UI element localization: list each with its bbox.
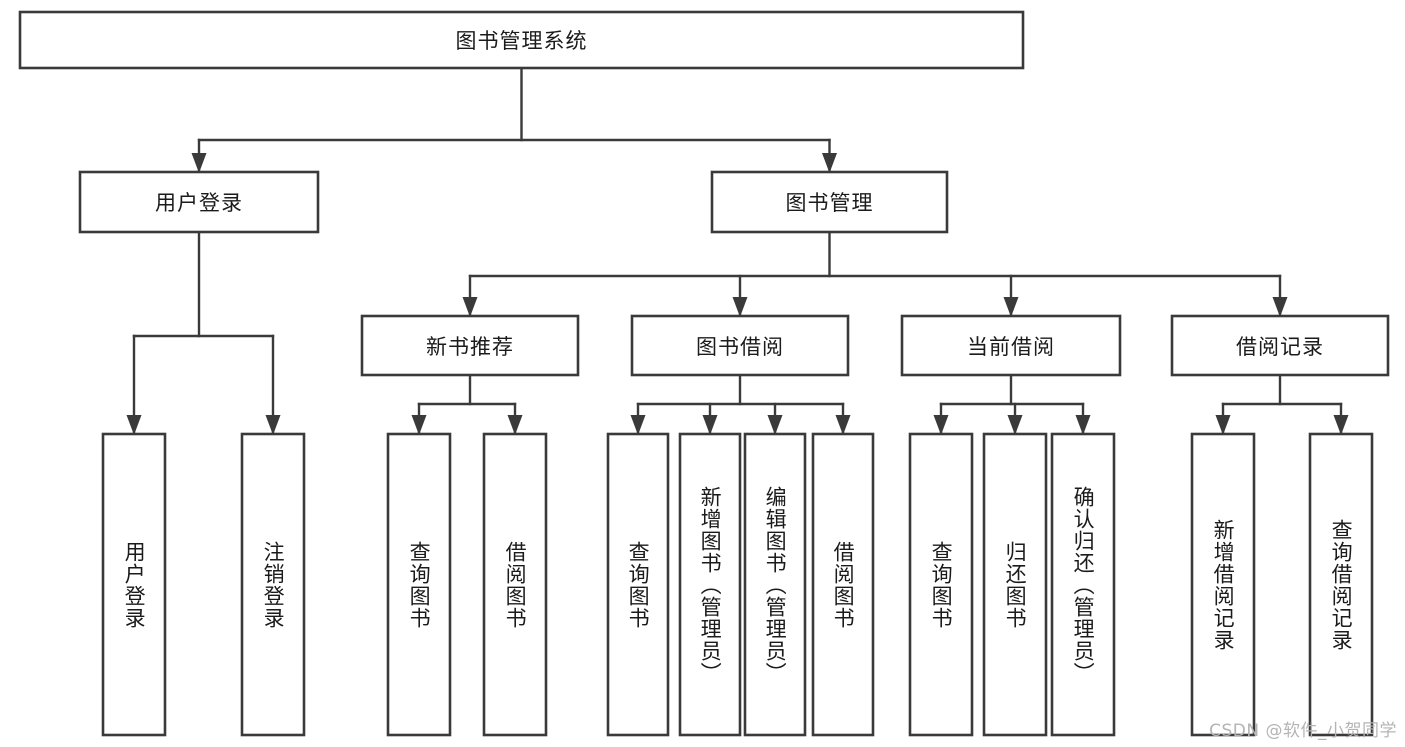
node-box-leaf_borrow_book_1[interactable] bbox=[482, 432, 548, 737]
arrow-head-l3_book_borrow-3 bbox=[835, 415, 851, 435]
node-box-leaf_query_record[interactable] bbox=[1308, 432, 1374, 737]
node-box-leaf_add_book[interactable] bbox=[678, 432, 742, 737]
node-box-leaf_return_book[interactable] bbox=[982, 432, 1048, 737]
node-box-leaf_user_login[interactable] bbox=[101, 432, 167, 737]
nodes-layer bbox=[18, 10, 1390, 737]
arrow-head-l3_current_borrow-2 bbox=[1075, 415, 1091, 435]
arrow-head-l3_borrow_record-0 bbox=[1215, 415, 1231, 435]
node-box-leaf_add_record[interactable] bbox=[1190, 432, 1256, 737]
node-box-leaf_query_book_3[interactable] bbox=[908, 432, 974, 737]
arrow-head-l3_borrow_record-1 bbox=[1333, 415, 1349, 435]
node-box-leaf_logout[interactable] bbox=[240, 432, 306, 737]
arrow-head-l3_book_borrow-0 bbox=[630, 415, 646, 435]
arrow-head-l2_book_manage-2 bbox=[1003, 297, 1019, 317]
arrow-head-l2_user_login-0 bbox=[126, 415, 142, 435]
node-box-l2_user_login[interactable] bbox=[78, 170, 320, 234]
arrow-head-l3_current_borrow-0 bbox=[933, 415, 949, 435]
arrow-head-l3_book_borrow-2 bbox=[767, 415, 783, 435]
arrow-head-root-1 bbox=[822, 153, 837, 173]
arrow-head-root-0 bbox=[191, 153, 207, 173]
node-box-leaf_borrow_book_2[interactable] bbox=[811, 432, 875, 737]
node-box-l2_book_manage[interactable] bbox=[710, 170, 949, 234]
arrow-head-l2_book_manage-3 bbox=[1272, 297, 1288, 317]
arrow-head-l3_current_borrow-1 bbox=[1007, 415, 1023, 435]
node-box-leaf_edit_book[interactable] bbox=[743, 432, 807, 737]
node-box-leaf_query_book_2[interactable] bbox=[606, 432, 670, 737]
node-box-root[interactable] bbox=[18, 10, 1025, 70]
edges-layer bbox=[126, 66, 1349, 435]
node-box-leaf_query_book_1[interactable] bbox=[386, 432, 452, 737]
node-box-l3_new_book_rec[interactable] bbox=[360, 314, 580, 377]
arrow-head-l3_book_borrow-1 bbox=[702, 415, 718, 435]
node-box-leaf_confirm_return[interactable] bbox=[1050, 432, 1116, 737]
arrow-head-l2_user_login-1 bbox=[265, 415, 281, 435]
node-box-l3_current_borrow[interactable] bbox=[900, 314, 1122, 377]
watermark-text: CSDN @软件_小贺同学 bbox=[1209, 721, 1397, 741]
node-box-l3_book_borrow[interactable] bbox=[630, 314, 850, 377]
arrow-head-l3_new_book_rec-1 bbox=[507, 415, 523, 435]
arrow-head-l2_book_manage-0 bbox=[462, 297, 478, 317]
arrow-head-l3_new_book_rec-0 bbox=[411, 415, 427, 435]
arrow-head-l2_book_manage-1 bbox=[732, 297, 748, 317]
node-box-l3_borrow_record[interactable] bbox=[1170, 314, 1390, 377]
